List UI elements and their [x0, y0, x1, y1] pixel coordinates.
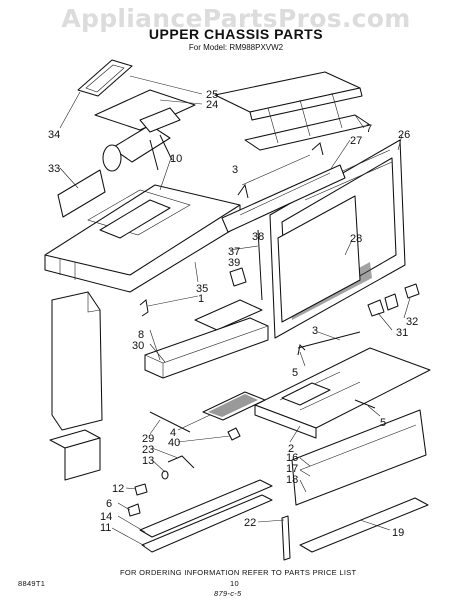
part-14-11-rail — [139, 479, 273, 553]
part-8-30-duct — [144, 317, 269, 379]
page-number: 10 — [230, 579, 239, 588]
part-1-clip — [139, 299, 149, 317]
part-27-control-bar — [221, 164, 346, 233]
brackets-3 — [237, 142, 324, 199]
callout-7: 7 — [366, 123, 372, 135]
callout-4: 4 — [170, 427, 176, 439]
part-4-grille — [202, 391, 266, 421]
callout-16: 16 — [286, 452, 298, 464]
part-2-lower-tray — [254, 347, 431, 439]
part-35-plate — [194, 299, 263, 331]
callout-31: 31 — [396, 327, 408, 339]
handwritten-note: 879-c-5 — [214, 589, 242, 598]
callout-27: 27 — [350, 135, 362, 147]
part-25-filter-frame — [77, 59, 133, 97]
model-subtitle: For Model: RM988PXVW2 — [188, 43, 284, 52]
callout-29: 29 — [142, 433, 154, 445]
callout-39: 39 — [228, 257, 240, 269]
part-16-17-18-panel — [291, 409, 427, 506]
callout-34: 34 — [48, 129, 60, 141]
part-28-window — [277, 195, 361, 323]
fan-motor — [102, 107, 181, 172]
leader-lines — [59, 75, 411, 547]
small-parts-37-39 — [229, 229, 263, 301]
callout-13: 13 — [142, 455, 154, 467]
callout-numbers: 25 24 34 33 10 7 27 26 3 38 28 37 39 35 … — [48, 89, 418, 539]
callout-26: 26 — [398, 129, 410, 141]
callout-2: 2 — [288, 443, 294, 455]
part-23-13-wiring — [161, 455, 195, 480]
callout-11: 11 — [100, 522, 111, 534]
watermark: AppliancePartsPros.com — [61, 4, 411, 33]
callout-3a: 3 — [232, 164, 238, 176]
left-side-panel — [51, 291, 103, 431]
part-22-rod — [281, 515, 291, 561]
callout-19: 19 — [392, 527, 404, 539]
callout-22: 22 — [244, 517, 256, 529]
part-7-rail-frame — [214, 71, 371, 151]
part-24-plate — [94, 89, 196, 131]
callout-3b: 3 — [312, 325, 318, 337]
parts-12-6 — [127, 483, 148, 517]
callout-33: 33 — [48, 163, 60, 175]
callout-40: 40 — [168, 437, 180, 449]
callout-25: 25 — [206, 89, 218, 101]
callout-28: 28 — [350, 233, 362, 245]
wire-3-5 — [297, 331, 361, 356]
callout-32: 32 — [406, 316, 418, 328]
callout-1: 1 — [198, 293, 204, 305]
part-19-bottom-rail — [299, 497, 429, 553]
lower-left-bracket — [49, 429, 101, 481]
callout-10: 10 — [170, 153, 182, 165]
part-29-rod — [149, 411, 191, 433]
document-code: 8849T1 — [18, 579, 46, 588]
ordering-note: FOR ORDERING INFORMATION REFER TO PARTS … — [120, 568, 357, 577]
page-title: UPPER CHASSIS PARTS — [148, 26, 324, 42]
callout-24: 24 — [206, 99, 218, 111]
callout-6: 6 — [106, 498, 112, 510]
callout-12: 12 — [112, 483, 124, 495]
callout-23: 23 — [142, 444, 154, 456]
part-40-clip — [227, 427, 241, 441]
callout-35: 35 — [196, 283, 208, 295]
callout-5b: 5 — [380, 417, 386, 429]
callout-5a: 5 — [292, 367, 298, 379]
callout-8: 8 — [138, 329, 144, 341]
callout-30: 30 — [132, 340, 144, 352]
callout-14: 14 — [100, 511, 112, 523]
callout-37: 37 — [228, 246, 240, 258]
callout-18: 18 — [286, 474, 298, 486]
callout-17: 17 — [286, 463, 298, 475]
part-5-rod — [354, 399, 376, 409]
callout-38: 38 — [252, 231, 264, 243]
part-33-panel — [57, 169, 106, 218]
switches-31-32 — [367, 283, 420, 317]
